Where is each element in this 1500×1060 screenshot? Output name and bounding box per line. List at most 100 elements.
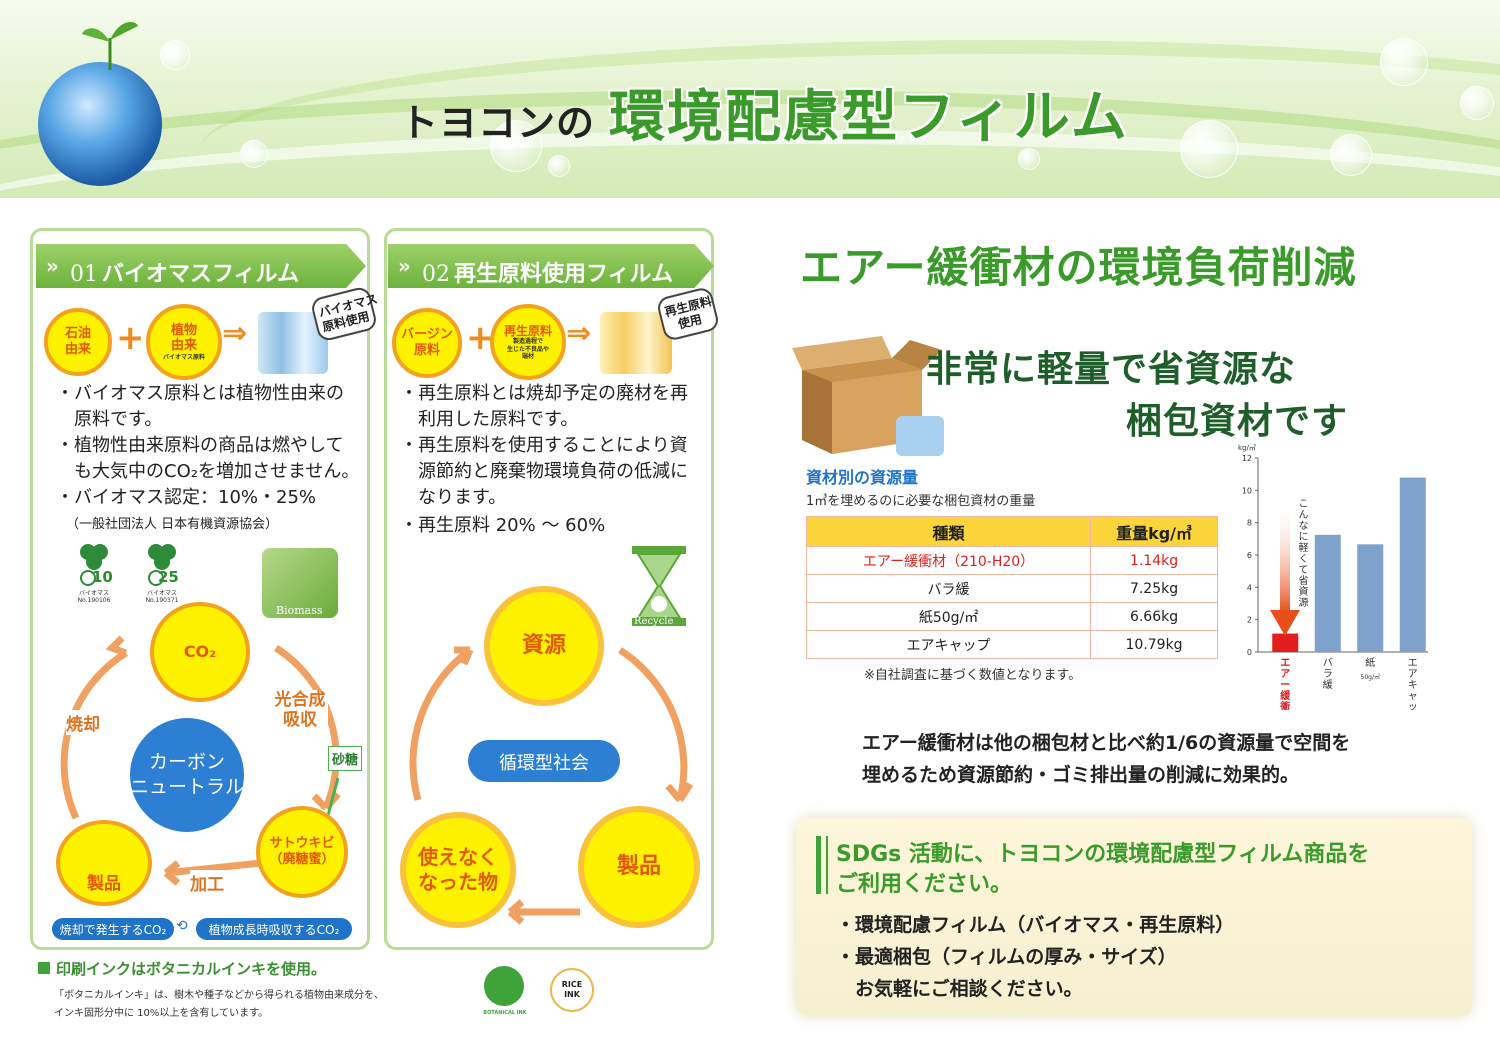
rice-ink-logo: RICE INK <box>550 968 594 1012</box>
cell-type: バラ緩 <box>805 574 1092 603</box>
sdgs-item: ・最適梱包（フィルムの厚み・サイズ） <box>836 946 1177 968</box>
tagline-line-1: 非常に軽量で省資源な <box>926 349 1297 390</box>
tab-number: 01 <box>70 262 98 287</box>
x-tick-label: ッ <box>1408 702 1418 710</box>
tab-number: 02 <box>422 262 450 287</box>
plant-label: 植物 由来 <box>170 322 197 354</box>
sdgs-accent-bar <box>816 836 821 894</box>
sdgs-item: お気軽にご相談ください。 <box>836 978 1083 1000</box>
x-tick-label: 緩 <box>1323 678 1333 691</box>
botanical-ink-logo-text: BOTANICAL INK <box>483 1010 527 1016</box>
ink-note: 「ボタニカルインキ」は、樹木や種子などから得られる植物由来成分を、 <box>54 990 384 1001</box>
sdgs-heading-line: SDGs 活動に、トヨコンの環境配慮型フィルム商品を <box>836 842 1370 867</box>
plus-icon: + <box>116 318 145 358</box>
sdgs-item: ・環境配慮フィルム（バイオマス・再生原料） <box>836 914 1235 936</box>
x-tick-label: ー <box>1280 680 1290 691</box>
x-tick-label: ア <box>1280 668 1290 680</box>
sdgs-box <box>796 818 1472 1016</box>
plant-sublabel: バイオマス原料 <box>162 354 205 361</box>
x-tick-label: 衝 <box>1279 700 1290 710</box>
bubble-decoration <box>160 40 190 70</box>
biomass-mark-10-number: 10 <box>92 568 113 586</box>
cell-weight: 1.14kg <box>1090 546 1218 575</box>
tab-label: バイオマスフィルム <box>102 262 300 287</box>
resource-bar-chart: kg/㎥ 024681012エアー緩衝材バラ緩紙50g/㎡エアキャップ <box>1238 443 1428 710</box>
cell-weight: 7.25kg <box>1090 574 1218 603</box>
carbon-neutral-circle: カーボン ニュートラル <box>130 718 244 832</box>
co2-circle: CO₂ <box>150 602 250 702</box>
bullet-line: ・バイオマス原料とは植物性由来の <box>56 383 344 404</box>
title-main: 環境配慮型フィルム <box>609 85 1129 150</box>
sugarcane-circle: サトウキビ （廃糖蜜） <box>256 806 348 898</box>
sugar-label: 砂糖 <box>328 746 363 771</box>
resource-circle: 資源 <box>484 586 604 706</box>
circular-society-pill: 循環型社会 <box>468 740 620 782</box>
film-roll-icon <box>600 312 672 374</box>
incineration-label: 焼却 <box>66 710 100 735</box>
double-arrow-icon: ⇒ <box>566 316 592 351</box>
section-heading: エアー緩衝材の環境負荷削減 <box>800 243 1357 292</box>
ink-note: インキ固形分中に 10%以上を含有しています。 <box>54 1008 269 1019</box>
summary-line: エアー緩衝材は他の梱包材と比べ約1/6の資源量で空間を <box>862 732 1351 754</box>
bullet-line: なります。 <box>400 487 507 508</box>
title-prefix: トヨコンの <box>400 101 596 145</box>
plus-icon: + <box>466 318 495 358</box>
recycled-sublabel: 製造過程で 生じた不良品や 端材 <box>506 338 549 360</box>
y-axis-label: kg/㎥ <box>1238 443 1256 452</box>
table-title: 資材別の資源量 <box>806 468 919 487</box>
tagline-line-2: 梱包資材です <box>1126 401 1349 442</box>
cell-weight: 10.79kg <box>1090 630 1218 659</box>
double-arrow-icon: ⇒ <box>222 316 248 351</box>
double-chevron-icon: » <box>46 254 59 278</box>
botanical-ink-logo-icon <box>484 966 524 1006</box>
sdgs-heading-line: ご利用ください。 <box>836 872 1013 897</box>
bullet-line: 原料です。 <box>56 409 163 430</box>
page-title: トヨコンの 環境配慮型フィルム <box>400 72 1129 153</box>
recycle-label: Recycle <box>634 616 674 627</box>
bubble-decoration <box>1018 148 1040 170</box>
product-circle: 製品 <box>56 820 152 906</box>
table-header-weight: 重量kg/㎥ <box>1090 516 1218 547</box>
down-arrow-icon <box>1270 500 1300 636</box>
virgin-material-circle: バージン 原料 <box>392 308 462 378</box>
biomass-label: Biomass <box>276 604 323 617</box>
petroleum-circle: 石油 由来 <box>44 308 112 376</box>
cell-type: 紙50g/㎡ <box>805 602 1092 631</box>
lightweight-arrow-text: こんなに軽くて省資源 <box>1296 498 1307 608</box>
y-tick-label: 2 <box>1247 616 1252 625</box>
cell-weight: 6.66kg <box>1090 602 1218 631</box>
unusable-items-circle: 使えなく なった物 <box>400 812 516 928</box>
bubble-decoration <box>1460 86 1494 120</box>
bubble-decoration <box>1330 134 1372 176</box>
product-circle: 製品 <box>578 806 700 928</box>
table-row: エアー緩衝材（210-H20）1.14kg <box>805 546 1218 575</box>
bubble-decoration <box>1180 120 1238 178</box>
biomass-roll-image <box>262 548 338 618</box>
x-tick-label: エ <box>1408 658 1418 669</box>
bar <box>1314 534 1341 652</box>
y-tick-label: 0 <box>1247 648 1252 657</box>
bubble-decoration <box>240 140 268 168</box>
cell-type: エアキャップ <box>805 630 1092 659</box>
bullet-line: ・植物性由来原料の商品は燃やして <box>56 435 344 456</box>
y-tick-label: 4 <box>1247 583 1252 592</box>
table-footnote: ※自社調査に基づく数値となります。 <box>864 668 1082 683</box>
header-banner: トヨコンの 環境配慮型フィルム <box>0 0 1500 198</box>
x-tick-label: エ <box>1280 658 1290 669</box>
table-note: 1㎥を埋めるのに必要な梱包資材の重量 <box>806 494 1036 509</box>
table-header-type: 種類 <box>805 516 1092 547</box>
biomass-mark-25-caption: バイオマス No.190371 <box>145 590 179 604</box>
y-tick-label: 6 <box>1247 551 1252 560</box>
hourglass-recycle-icon <box>632 546 686 626</box>
biomass-mark-25-icon <box>148 544 176 586</box>
bubble-decoration <box>548 155 570 177</box>
bar <box>1399 477 1426 652</box>
bubble-decoration <box>490 120 542 172</box>
bullet-line: も大気中のCO₂を増加させません。 <box>56 461 360 482</box>
association-note: （一般社団法人 日本有機資源協会） <box>66 517 279 532</box>
